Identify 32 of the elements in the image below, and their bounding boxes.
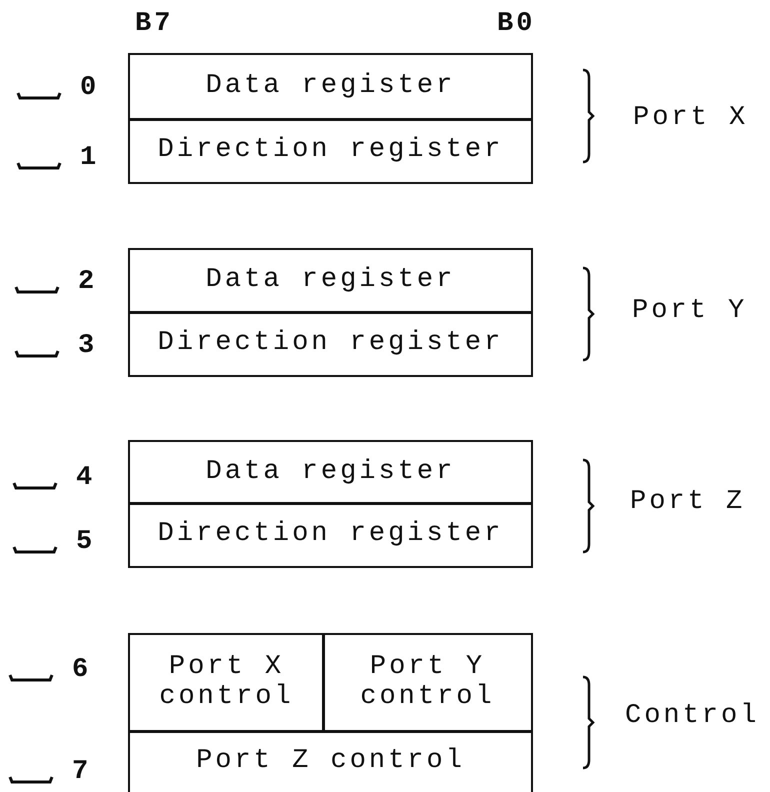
register-name: Data register [206, 458, 456, 488]
group-label: Port Z [630, 489, 746, 516]
address-offset: 0 [80, 75, 100, 102]
address-offset: 7 [72, 759, 92, 786]
address-offset: 5 [76, 529, 96, 556]
address-offset: 1 [80, 145, 100, 172]
register-field [128, 118, 533, 184]
bit-label: B7 [135, 11, 174, 38]
register-name: Port X control [158, 653, 295, 713]
address-offset: 3 [78, 333, 98, 360]
register-name: Port Y control [359, 653, 496, 713]
bit-label: B0 [497, 11, 536, 38]
register-field [128, 502, 533, 568]
register-name: Data register [206, 72, 456, 102]
register-name: Direction register [158, 329, 504, 359]
register-field [128, 53, 533, 121]
register-name: Port Z control [196, 747, 465, 777]
group-label: Port Y [632, 298, 748, 325]
register-name: Data register [206, 266, 456, 296]
register-field [128, 248, 533, 314]
address-offset: 4 [76, 465, 96, 492]
register-name: Direction register [158, 136, 504, 166]
group-label: Port X [633, 105, 748, 132]
address-offset: 6 [72, 657, 92, 684]
register-field [128, 311, 533, 377]
register-field [128, 730, 533, 792]
address-offset: 2 [78, 269, 98, 296]
register-name: Direction register [158, 520, 504, 550]
register-field [322, 633, 533, 733]
register-field [128, 440, 533, 505]
group-label: Control [625, 703, 760, 730]
register-field [128, 633, 325, 733]
